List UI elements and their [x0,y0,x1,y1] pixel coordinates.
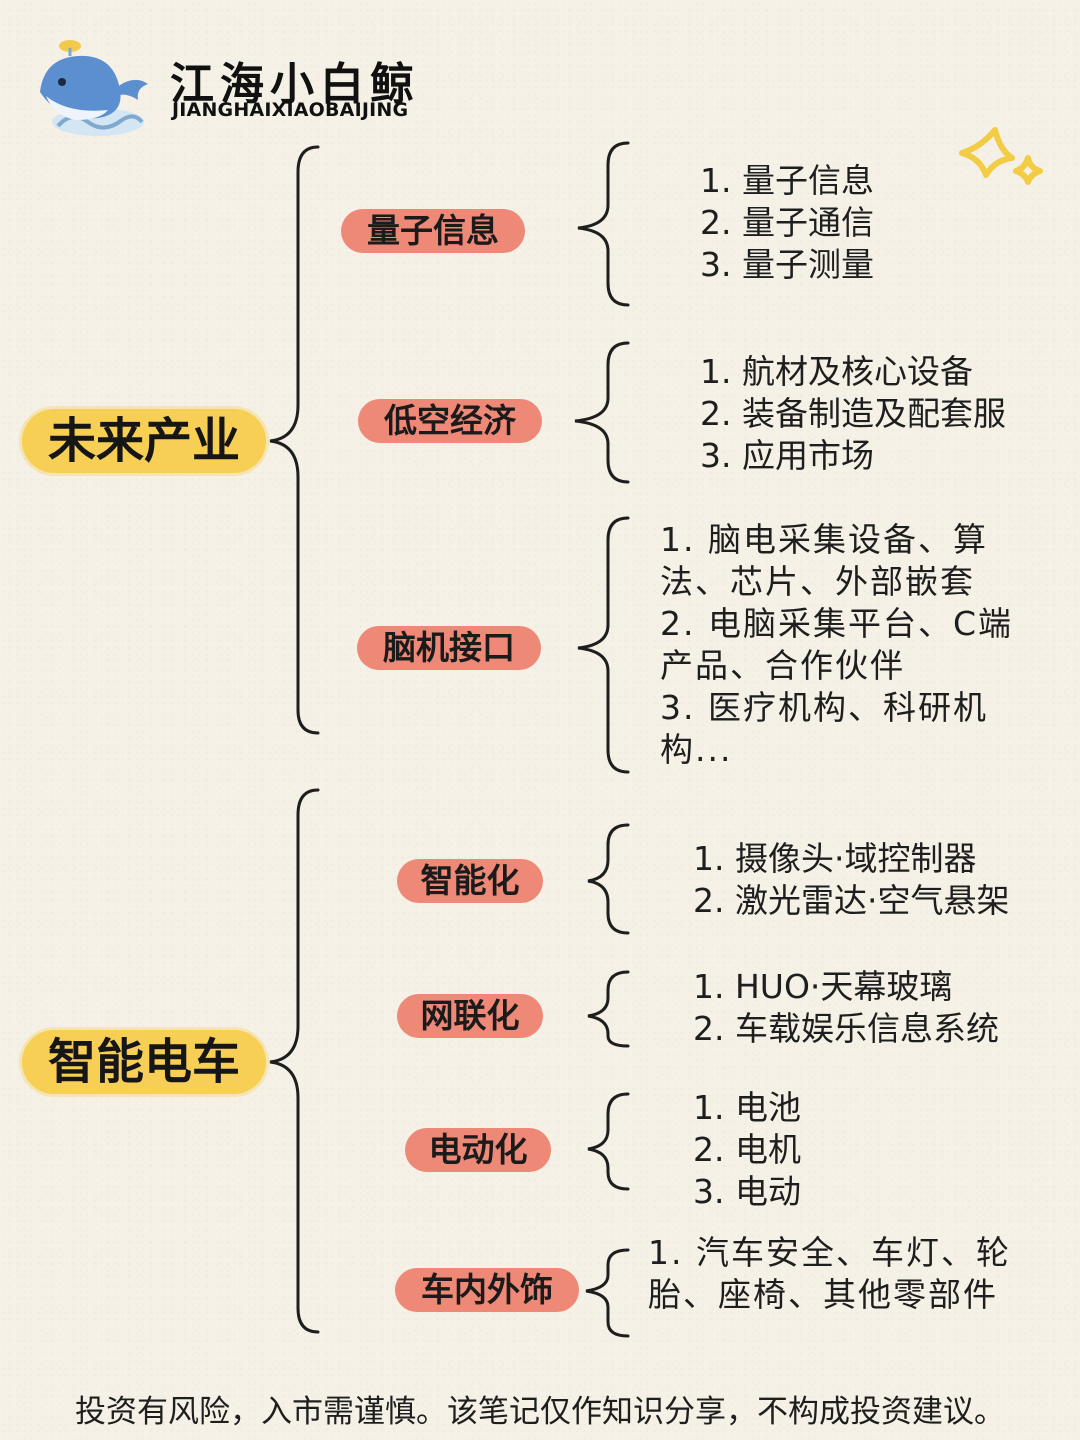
branch-node-bci: 脑机接口 [357,626,541,670]
brace-branch-bci [577,516,630,774]
branch-node-interior-exterior: 车内外饰 [395,1268,579,1312]
brace-branch-quantum [577,141,630,307]
leaf-item: 1. 电池 [693,1088,801,1127]
brand-pinyin: JIANGHAIXIAOBAIJING [172,99,409,121]
brace-branch-smart [587,823,630,935]
leaf-item: 3. 量子测量 [700,245,874,284]
leaf-item: 1. HUO·天幕玻璃 [693,967,953,1006]
leaf-list-quantum: 1. 量子信息 2. 量子通信 3. 量子测量 [660,160,1060,286]
disclaimer-text: 投资有风险，入市需谨慎。该笔记仅作知识分享，不构成投资建议。 [75,1394,1005,1430]
leaf-list-connected: 1. HUO·天幕玻璃 2. 车载娱乐信息系统 [653,966,1073,1050]
brace-branch-electric [587,1092,630,1191]
leaf-item-text: 3. 医疗机构、科研机构... [660,688,988,769]
leaf-item-text: 1. 脑电采集设备、算法、芯片、外部嵌套 [660,520,988,601]
leaf-item-text: 2. 电脑采集平台、C端产品、合作伙伴 [660,604,1014,685]
branch-node-electrified: 电动化 [405,1128,551,1172]
branch-node-connected: 网联化 [397,994,543,1038]
branch-node-quantum-info: 量子信息 [341,209,525,253]
leaf-item: 1. 汽车安全、车灯、轮胎、座椅、其他零部件 [648,1232,1032,1316]
leaf-list-intelligent: 1. 摄像头·域控制器 2. 激光雷达·空气悬架 [653,838,1073,922]
leaf-item-text: 1. 汽车安全、车灯、轮胎、座椅、其他零部件 [648,1233,1011,1314]
brand-name: 江海小白鲸 [170,59,420,110]
leaf-item: 2. 激光雷达·空气悬架 [693,881,1010,920]
whale-logo-icon [40,40,148,136]
leaf-list-interior-exterior: 1. 汽车安全、车灯、轮胎、座椅、其他零部件 [648,1232,1032,1316]
root-node-smart-ev: 智能电车 [22,1030,266,1094]
leaf-item: 1. 量子信息 [700,161,874,200]
branch-node-intelligent: 智能化 [397,859,543,903]
brace-branch-lowalt [574,341,630,484]
leaf-item: 3. 应用市场 [700,436,874,475]
leaf-item: 1. 航材及核心设备 [700,352,973,391]
leaf-item: 2. 车载娱乐信息系统 [693,1009,999,1048]
leaf-item: 2. 电机 [693,1130,801,1169]
brace-root-1 [269,145,320,735]
leaf-item: 1. 摄像头·域控制器 [693,839,977,878]
leaf-item: 3. 电动 [693,1172,801,1211]
brace-branch-network [587,970,630,1048]
leaf-item: 2. 电脑采集平台、C端产品、合作伙伴 [660,603,1032,687]
branch-node-low-altitude: 低空经济 [358,399,542,443]
leaf-item: 1. 脑电采集设备、算法、芯片、外部嵌套 [660,519,1032,603]
leaf-list-low-altitude: 1. 航材及核心设备 2. 装备制造及配套服 3. 应用市场 [660,351,1060,477]
leaf-item: 2. 量子通信 [700,203,874,242]
sparkle-decoration [959,127,1043,185]
brace-branch-trim [585,1248,630,1338]
leaf-list-bci: 1. 脑电采集设备、算法、芯片、外部嵌套 2. 电脑采集平台、C端产品、合作伙伴… [660,519,1032,771]
leaf-item: 2. 装备制造及配套服 [700,394,1006,433]
sparkle-star-large [959,127,1015,178]
leaf-item: 3. 医疗机构、科研机构... [660,687,1032,771]
sparkle-star-small [1013,155,1043,185]
brace-root-2 [269,788,320,1334]
leaf-list-electrified: 1. 电池 2. 电机 3. 电动 [653,1087,1073,1213]
root-node-future-industry: 未来产业 [22,409,266,473]
